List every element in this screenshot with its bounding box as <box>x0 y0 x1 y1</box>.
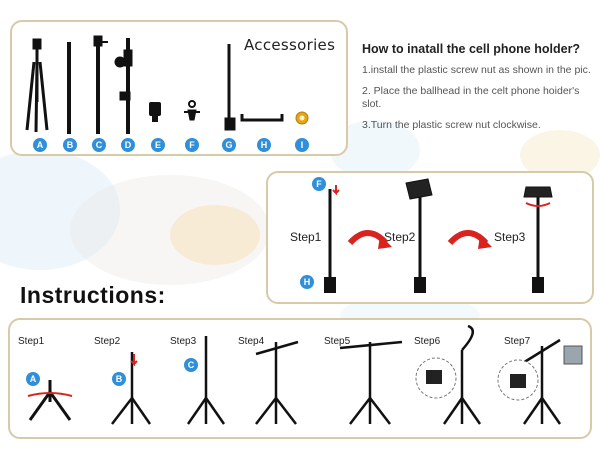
accessory-badge-a: A <box>33 138 47 152</box>
assembly-step-7-label: Step7 <box>504 336 531 347</box>
accessories-illustration <box>25 35 309 134</box>
assembly-step-2-label: Step2 <box>94 336 121 347</box>
mic-clip-part <box>149 102 161 122</box>
mount-step-1-label: Step1 <box>290 230 322 244</box>
howto-step-2: 2. Place the ballhead in the celt phone … <box>362 85 580 110</box>
mount-badge-h: H <box>300 275 314 289</box>
assembly-badge-c: C <box>184 358 198 372</box>
accessory-badge-g: G <box>222 138 236 152</box>
assembly-steps-illustration <box>27 324 583 425</box>
mount-step-3-label: Step3 <box>494 230 526 244</box>
phone-clamp-part <box>240 114 284 122</box>
tripod-base-part <box>25 38 49 133</box>
screw-nut-part <box>295 111 309 125</box>
accessories-panel: Accessories <box>10 20 348 156</box>
accessory-badge-h: H <box>257 138 271 152</box>
top-pole-part <box>93 35 108 134</box>
howto-step-3: 3.Turn the plastic screw nut clockwise. <box>362 119 541 131</box>
assembly-step-3-label: Step3 <box>170 336 197 347</box>
accessory-badge-d: D <box>121 138 135 152</box>
assembly-step-1-label: Step1 <box>18 336 45 347</box>
accessory-badge-i: I <box>295 138 309 152</box>
accessory-badge-b: B <box>63 138 77 152</box>
accessory-badge-e: E <box>151 138 165 152</box>
boom-arm-part <box>114 38 133 134</box>
accessory-badge-f: F <box>185 138 199 152</box>
accessory-badge-c: C <box>92 138 106 152</box>
mount-steps-illustration <box>324 178 553 293</box>
phone-holder-arm-part <box>224 44 236 131</box>
howto-title: How to inatall the cell phone holder? <box>362 42 581 56</box>
phone-holder-howto: How to inatall the cell phone holder? 1.… <box>362 42 598 140</box>
accessories-title: Accessories <box>244 36 336 54</box>
instructions-title: Instructions: <box>20 282 166 308</box>
assembly-badge-a: A <box>26 372 40 386</box>
assembly-badge-b: B <box>112 372 126 386</box>
assembly-step-4-label: Step4 <box>238 336 265 347</box>
screw-mount-part <box>184 100 200 121</box>
assembly-steps-panel: Step1 Step2 Step3 Step4 Step5 Step6 Step… <box>8 318 592 439</box>
assembly-step-6-label: Step6 <box>414 336 441 347</box>
phone-mount-steps-panel: Step1 Step2 Step3 F H <box>266 171 594 304</box>
assembly-step-5-label: Step5 <box>324 336 351 347</box>
mount-step-2-label: Step2 <box>384 230 416 244</box>
mount-badge-f: F <box>312 177 326 191</box>
howto-step-1: 1.install the plastic screw nut as shown… <box>362 64 591 76</box>
